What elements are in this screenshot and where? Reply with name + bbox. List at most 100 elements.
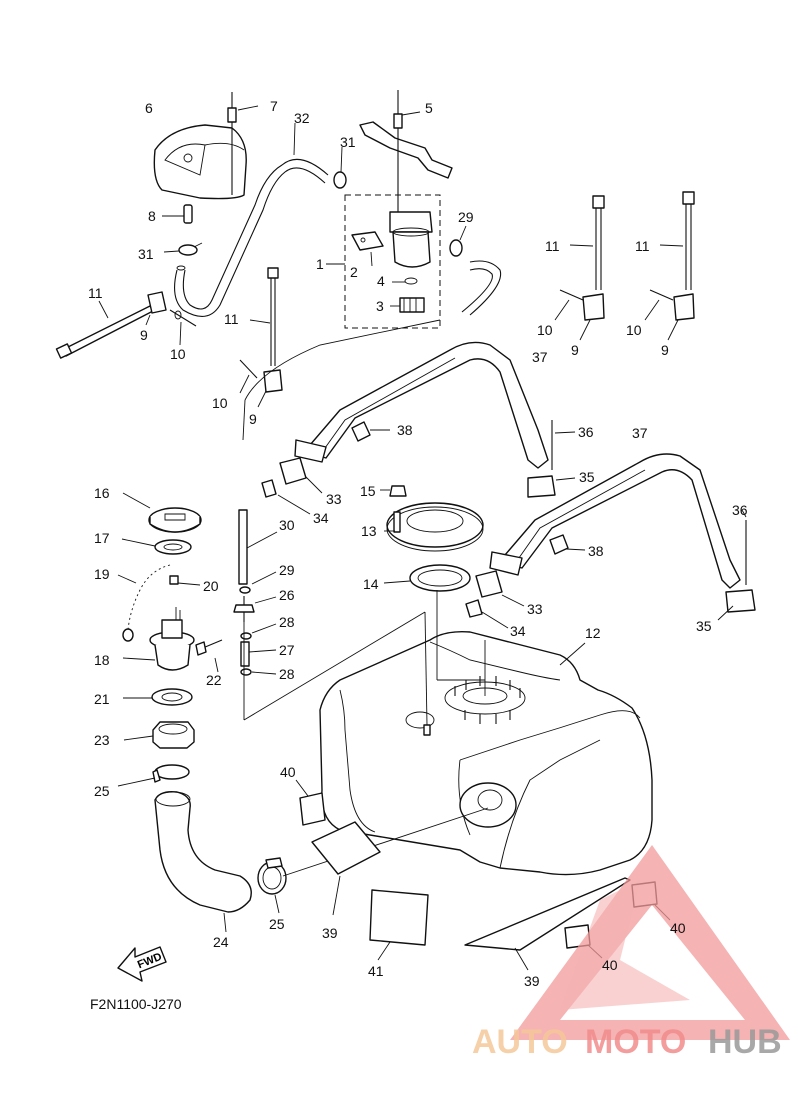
part-29-clip-top: [449, 225, 467, 257]
part-25-clamp-right: [257, 857, 287, 914]
label-36a: 36: [578, 424, 594, 440]
label-9b: 9: [249, 411, 257, 427]
watermark-moto: MOTO: [585, 1023, 686, 1061]
part-28-clips: [240, 623, 277, 676]
part-33-34-left: [261, 457, 323, 515]
fwd-arrow-icon: [117, 946, 167, 982]
label-37b: 37: [632, 425, 648, 441]
part-37-strap-front: [489, 453, 756, 613]
part-17-gasket: [121, 538, 192, 555]
label-10c: 10: [537, 322, 553, 338]
part-30-tube: [238, 509, 278, 585]
label-2: 2: [350, 264, 358, 280]
part-35-label-leaders: [555, 477, 734, 621]
label-35a: 35: [579, 469, 595, 485]
part-40-pad-left: [295, 779, 326, 826]
fuel-filter-assembly-box: [326, 194, 441, 329]
label-40b: 40: [602, 957, 618, 973]
watermark-text: AUTO MOTO HUB: [472, 1023, 782, 1061]
part-29-clip: [239, 571, 277, 594]
label-10b: 10: [212, 395, 228, 411]
part-31-clip-top: [333, 146, 347, 189]
part-26-check-valve: [233, 596, 277, 622]
label-36b: 36: [732, 502, 748, 518]
part-6-cover: [153, 124, 247, 200]
label-1: 1: [316, 256, 324, 272]
label-40a: 40: [280, 764, 296, 780]
part-18-filler-neck: [122, 607, 195, 671]
part-labels: 1 2 3 4 5 6 7 8 9 9 9 9 10 10 10 10 11 1…: [88, 98, 748, 989]
label-18-19: 19: [94, 566, 110, 582]
label-29b: 29: [279, 562, 295, 578]
label-38a: 38: [397, 422, 413, 438]
mid-cable-tie-group: [239, 267, 283, 408]
part-1-fuel-filter: [351, 211, 433, 313]
part-41-pad: [369, 889, 429, 961]
label-41: 41: [368, 963, 384, 979]
label-34a: 34: [313, 510, 329, 526]
label-9a: 9: [140, 327, 148, 343]
label-39a: 39: [322, 925, 338, 941]
label-27: 27: [279, 642, 295, 658]
part-8-pin: [162, 204, 193, 224]
label-15: 15: [360, 483, 376, 499]
label-17: 17: [94, 530, 110, 546]
label-38b: 38: [588, 543, 604, 559]
label-3: 3: [376, 298, 384, 314]
filter-outlet-hose: [461, 260, 502, 316]
label-28b: 28: [279, 666, 295, 682]
watermark-auto: AUTO: [472, 1023, 568, 1061]
label-31a: 31: [340, 134, 356, 150]
part-36-pins: [551, 420, 747, 585]
part-24-filler-hose: [154, 790, 252, 933]
label-7: 7: [270, 98, 278, 114]
label-22: 22: [206, 672, 222, 688]
label-34b: 34: [510, 623, 526, 639]
label-25b: 25: [269, 916, 285, 932]
label-12: 12: [585, 625, 601, 641]
label-18: 18: [94, 652, 110, 668]
part-22-screw: [195, 639, 223, 673]
label-26: 26: [279, 587, 295, 603]
part-33-34-right: [465, 570, 525, 629]
label-11a: 11: [88, 285, 103, 301]
part-16-filler-cap: [122, 492, 202, 533]
part-31-clip-left: [163, 242, 203, 256]
label-11d: 11: [635, 238, 650, 254]
tank-studs: [454, 676, 521, 724]
label-10a: 10: [170, 346, 186, 362]
part-7-screw: [227, 92, 259, 195]
label-10d: 10: [626, 322, 642, 338]
part-27-hose: [240, 641, 277, 667]
label-9d: 9: [661, 342, 669, 358]
label-8: 8: [148, 208, 156, 224]
left-cable-tie-group: [55, 291, 197, 359]
label-16: 16: [94, 485, 110, 501]
part-39-strip-left: [311, 821, 381, 916]
label-40c: 40: [670, 920, 686, 936]
label-11c: 11: [545, 238, 560, 254]
part-15-nut: [380, 485, 407, 497]
label-32: 32: [294, 110, 310, 126]
label-39b: 39: [524, 973, 540, 989]
label-21: 21: [94, 691, 110, 707]
label-23: 23: [94, 732, 110, 748]
label-29a: 29: [458, 209, 474, 225]
watermark-hub: HUB: [708, 1023, 782, 1061]
label-4: 4: [377, 273, 385, 289]
label-30: 30: [279, 517, 295, 533]
right-cable-tie-group-2: [644, 191, 695, 341]
part-13-flange: [384, 502, 484, 552]
label-24: 24: [213, 934, 229, 950]
label-33a: 33: [326, 491, 342, 507]
part-21-gasket: [123, 688, 193, 706]
right-cable-tie-group-1: [554, 195, 605, 341]
label-11b: 11: [224, 311, 239, 327]
part-19-chain: [117, 564, 171, 642]
part-37-strap-rear: [294, 341, 556, 498]
label-25a: 25: [94, 783, 110, 799]
label-28a: 28: [279, 614, 295, 630]
part-23-nut: [123, 721, 195, 749]
